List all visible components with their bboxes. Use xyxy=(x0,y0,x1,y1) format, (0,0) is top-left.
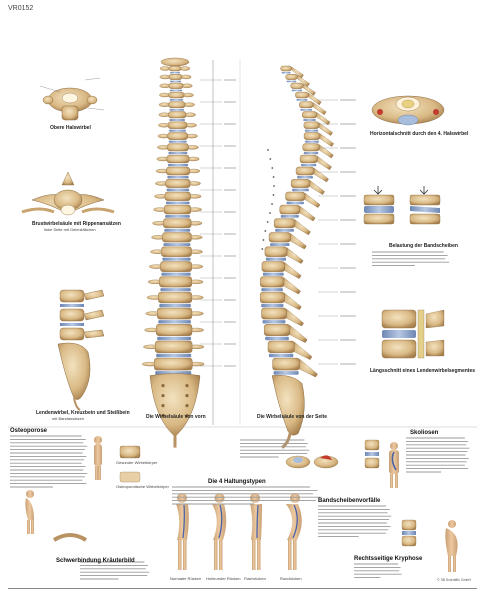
atlas-caption: Obere Halswirbel xyxy=(50,125,91,131)
spine-front-view xyxy=(142,57,205,448)
herniation-heading: Bandscheibenvorfälle xyxy=(318,498,381,504)
kyphosis-heading: Rechtsseitige Kryphose xyxy=(354,556,423,562)
product-code: VR0152 xyxy=(8,5,34,12)
disc-load-caption: Belastung der Bandscheiben xyxy=(389,243,458,249)
disc-herniation-illustration xyxy=(285,455,339,469)
front-view-caption: Die Wirbelsäule von vorn xyxy=(146,414,206,420)
scoliosis-heading: Skoliosen xyxy=(410,430,439,436)
horizontal-section-illustration xyxy=(371,95,445,126)
thoracic-subcaption: linke Seite mit Gelenkflächen xyxy=(44,227,96,232)
posture-label-2: Hohlrunder Rücken xyxy=(206,576,241,581)
posture-label-4: Rundrücken xyxy=(280,576,302,581)
thoracic-vertebra-illustration xyxy=(21,171,115,216)
copyright: © 3B Scientific GmbH xyxy=(437,578,471,582)
osteoporosis-figures xyxy=(25,436,141,542)
footer-line xyxy=(8,588,477,589)
postures-heading: Die 4 Haltungstypen xyxy=(208,479,266,485)
kyphosis-figures xyxy=(401,519,458,572)
healthy-vertebra-label: Gesunder Wirbelkörper xyxy=(116,460,158,465)
disc-load-illustration xyxy=(363,186,441,225)
pregnancy-heading: Schwerbindung Kräuterbild xyxy=(56,558,135,564)
section-caption: Horizontalschnitt durch den 4. Halswirbe… xyxy=(370,131,469,137)
lumbar-sacrum-illustration xyxy=(57,289,105,411)
posture-figures xyxy=(176,493,302,570)
atlas-illustration xyxy=(39,77,105,121)
osteoporotic-vertebra-label: Osteoporotische Wirbelkörper xyxy=(116,484,169,489)
longitudinal-caption: Längsschnitt eines Lendenwirbelsegmentes xyxy=(370,368,476,374)
posture-label-3: Flachrücken xyxy=(244,576,266,581)
side-view-caption: Die Wirbelsäule von der Seite xyxy=(257,414,327,420)
scoliosis-figures xyxy=(364,439,399,488)
osteoporosis-heading: Osteoporose xyxy=(10,428,48,434)
posture-label-1: Normaler Rücken xyxy=(170,576,202,581)
spine-side-view xyxy=(260,65,334,449)
footer: © 3B Scientific GmbH xyxy=(0,578,485,596)
thoracic-caption: Brustwirbelsäule mit Rippenansätzen xyxy=(32,221,121,227)
lumbar-caption: Lendenwirbel, Kreuzbein und Steißbein xyxy=(36,410,130,416)
lumbar-subcaption: mit Bandansätzen xyxy=(52,416,85,421)
longitudinal-section-illustration xyxy=(381,309,445,359)
